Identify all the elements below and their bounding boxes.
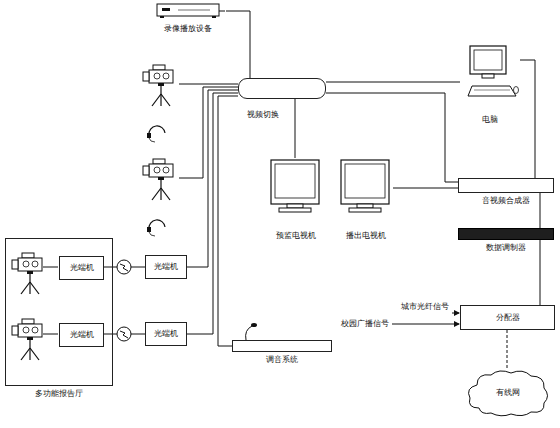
node-label: 音视频合成器 — [482, 196, 530, 205]
node-label: 数据调制器 — [486, 243, 526, 252]
monitor: 预监电视机 — [268, 158, 323, 240]
signal-label: 城市光纤信号 — [400, 302, 450, 311]
monitor: 播出电视机 — [338, 158, 393, 240]
connector-line — [520, 60, 535, 178]
node-label: 多功能报告厅 — [35, 389, 83, 398]
node-label: 预监电视机 — [276, 231, 316, 240]
connector-line — [507, 330, 508, 368]
node-label: 电脑 — [482, 115, 498, 124]
connector-line — [218, 96, 238, 346]
process-box: 光端机 — [145, 255, 187, 279]
node-label: 调音系统 — [266, 355, 298, 364]
process-box: 光端机 — [59, 256, 104, 280]
connector-line — [226, 11, 250, 78]
process-box: 光端机 — [145, 322, 187, 346]
node-label: 录像播放设备 — [164, 24, 212, 33]
node-label: 光端机 — [154, 329, 178, 338]
node-label: 视频切换 — [247, 110, 279, 119]
connector-line — [326, 82, 460, 83]
node-label: 光端机 — [154, 262, 178, 271]
connector-line — [540, 240, 541, 305]
video-switcher: 视频切换 — [238, 78, 326, 99]
cloud-shape: 有线网 — [465, 368, 551, 418]
connector-line — [540, 193, 541, 228]
connector-line — [187, 93, 238, 334]
node-label: 光端机 — [70, 263, 94, 272]
node-label: 光端机 — [70, 330, 94, 339]
mixer-device: 调音系统 — [232, 340, 332, 352]
connector-line — [295, 99, 296, 158]
player-device: 录像播放设备 — [150, 3, 226, 33]
signal-label: 校园广播信号 — [340, 319, 390, 328]
computer: 电脑 — [460, 44, 520, 124]
node-label: 播出电视机 — [346, 231, 386, 240]
room-region: 多功能报告厅光端机光端机 — [5, 238, 113, 386]
node-label: 分配器 — [496, 313, 520, 322]
node-label: 有线网 — [496, 388, 520, 397]
rack-device: 音视频合成器 — [458, 178, 554, 193]
connector-line — [393, 188, 458, 189]
process-box: 光端机 — [59, 323, 104, 347]
process-box: 分配器 — [460, 305, 555, 330]
rack-device: 数据调制器 — [458, 228, 554, 240]
